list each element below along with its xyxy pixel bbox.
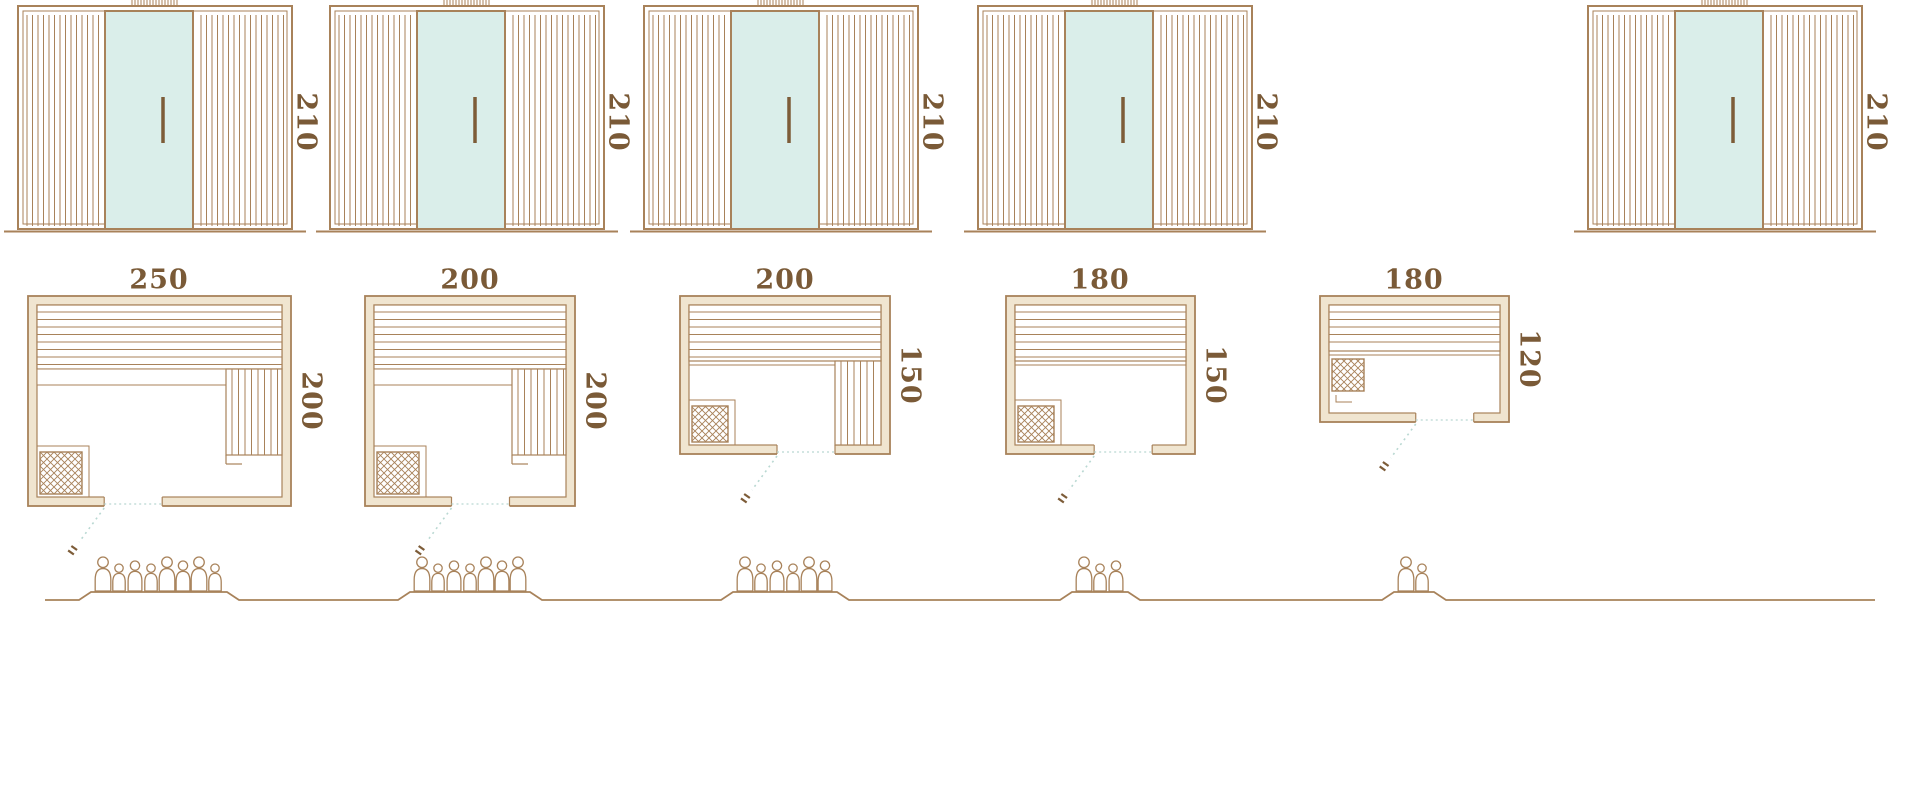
depth-dimension-label: 200: [579, 371, 611, 431]
elevation-view-4: [964, 0, 1266, 237]
floor-plan-view-4: [1002, 295, 1199, 515]
floor-plan-view-1: [24, 295, 295, 567]
elevation-view-1: [4, 0, 306, 237]
width-dimension-label: 180: [1070, 264, 1130, 296]
width-dimension-label: 180: [1384, 264, 1444, 296]
height-dimension-label: 210: [916, 92, 948, 152]
depth-dimension-label: 200: [295, 371, 327, 431]
floor-plan-view-2: [361, 295, 579, 567]
width-dimension-label: 200: [755, 264, 815, 296]
depth-dimension-label: 120: [1513, 329, 1545, 389]
height-dimension-label: 210: [1860, 92, 1892, 152]
width-dimension-label: 250: [129, 264, 189, 296]
height-dimension-label: 210: [290, 92, 322, 152]
elevation-view-3: [630, 0, 932, 237]
height-dimension-label: 210: [1250, 92, 1282, 152]
elevation-view-5: [1574, 0, 1876, 237]
floor-plan-view-5: [1316, 295, 1513, 483]
floor-plan-view-3: [676, 295, 894, 515]
height-dimension-label: 210: [602, 92, 634, 152]
depth-dimension-label: 150: [894, 345, 926, 405]
width-dimension-label: 200: [440, 264, 500, 296]
capacity-figures-row: [40, 543, 1880, 621]
elevation-view-2: [316, 0, 618, 237]
depth-dimension-label: 150: [1199, 345, 1231, 405]
